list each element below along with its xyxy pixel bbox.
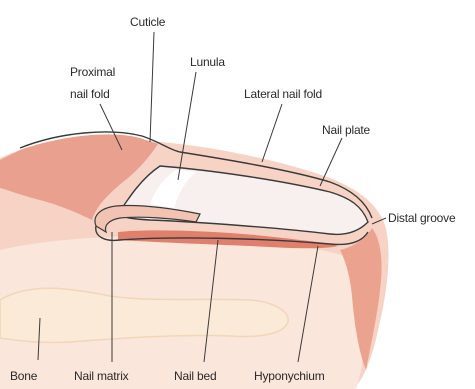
- label-hyponychium: Hyponychium: [254, 369, 325, 383]
- label-lunula: Lunula: [190, 55, 225, 69]
- cuticle-leader: [150, 32, 154, 142]
- label-proximal-nail-fold-2: nail fold: [70, 87, 110, 101]
- label-bone: Bone: [10, 369, 38, 383]
- label-cuticle: Cuticle: [130, 15, 166, 29]
- label-nail-plate: Nail plate: [322, 123, 371, 137]
- lateral-fold-leader: [262, 104, 282, 162]
- label-proximal-nail-fold-1: Proximal: [70, 65, 115, 79]
- label-nail-matrix: Nail matrix: [74, 369, 129, 383]
- label-distal-groove: Distal groove: [388, 211, 456, 225]
- label-nail-bed: Nail bed: [174, 369, 216, 383]
- label-lateral-nail-fold: Lateral nail fold: [244, 87, 322, 101]
